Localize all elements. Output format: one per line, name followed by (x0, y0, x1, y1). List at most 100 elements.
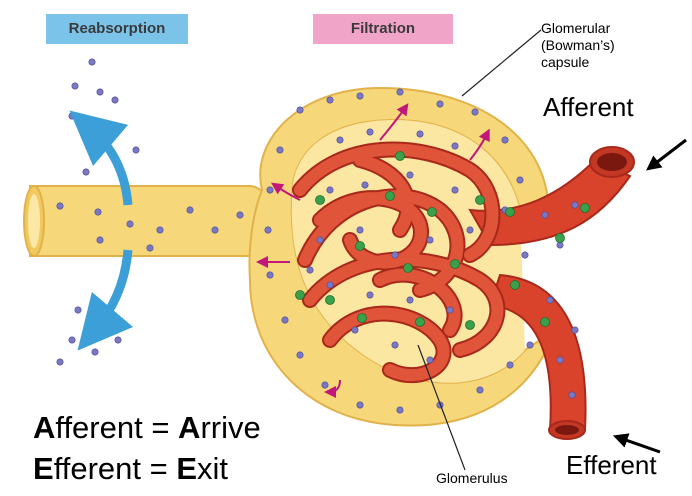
mnemonic-line-afferent: Afferent = Arrive (33, 410, 261, 446)
large-solute-particle (505, 207, 515, 217)
mnemonic-text: xit (197, 451, 229, 486)
solute-particle (321, 381, 329, 389)
solute-particle (516, 176, 524, 184)
solute-particle (406, 171, 414, 179)
large-solute-particle (415, 317, 425, 327)
solute-particle (471, 108, 479, 116)
filtration-arrow (324, 379, 341, 398)
solute-particle (326, 281, 334, 289)
solute-particle (96, 236, 104, 244)
solute-particle (366, 291, 374, 299)
solute-particle (426, 236, 434, 244)
solute-particle (571, 326, 579, 334)
efferent-arteriole (488, 273, 587, 440)
solute-particle (521, 251, 529, 259)
large-solute-particle (315, 195, 325, 205)
solute-particle (326, 96, 334, 104)
mnemonic-letter: E (176, 451, 198, 486)
solute-particle (446, 306, 454, 314)
solute-particle (356, 226, 364, 234)
solute-particle (296, 106, 304, 114)
capsule-label: Glomerular (Bowman’s) capsule (541, 20, 615, 70)
large-solute-particle (465, 320, 475, 330)
solute-particle (356, 92, 364, 100)
solute-particle (276, 146, 284, 154)
capsule-leader-line (461, 29, 542, 97)
solute-particle (111, 96, 119, 104)
proximal-tubule (23, 185, 269, 257)
solute-particle (56, 358, 64, 366)
mnemonic-text: fferent = (55, 410, 179, 445)
solute-particle (68, 112, 76, 120)
solute-particle (88, 58, 96, 66)
large-solute-particle (580, 203, 590, 213)
solute-particle (391, 251, 399, 259)
reabsorption-tag: Reabsorption (46, 14, 188, 44)
solute-particle (56, 202, 64, 210)
solute-particle (94, 208, 102, 216)
solute-particle (281, 316, 289, 324)
solute-particle (186, 206, 194, 214)
filtration-arrows (256, 103, 490, 398)
large-solute-particle (475, 195, 485, 205)
solute-particle (451, 142, 459, 150)
solute-particle (114, 336, 122, 344)
solute-particle (96, 88, 104, 96)
glomerulus-label: Glomerulus (436, 470, 508, 486)
pointer-arrows (612, 138, 687, 454)
mnemonic-letter: E (33, 451, 54, 486)
solute-particle (406, 296, 414, 304)
large-solute-particle (555, 233, 565, 243)
filtration-arrow (469, 128, 490, 161)
solute-particle (541, 211, 549, 219)
afferent-arteriole (468, 146, 635, 247)
filtration-arrow (271, 182, 301, 201)
glomerulus-leader-line (417, 344, 466, 471)
solute-particle (556, 356, 564, 364)
solute-particle (416, 130, 424, 138)
large-solute-particle (450, 259, 460, 269)
afferent-label: Afferent (543, 92, 634, 122)
solute-particle (356, 401, 364, 409)
large-solute-particle (357, 313, 367, 323)
solute-particle (211, 226, 219, 234)
large-solute-particle (540, 317, 550, 327)
mnemonic-letter: A (33, 410, 56, 445)
solute-particle (396, 88, 404, 96)
solute-particle (526, 341, 534, 349)
solute-particle (156, 226, 164, 234)
large-solute-particle (403, 263, 413, 273)
reabsorption-arrows (69, 110, 134, 351)
solute-particle (236, 211, 244, 219)
mnemonic-line-efferent: Efferent = Exit (33, 451, 228, 487)
large-solute-particle (355, 241, 365, 251)
solute-particle (336, 136, 344, 144)
solute-particle (264, 226, 272, 234)
large-solute-particle (325, 295, 335, 305)
mnemonic-text: fferent = (53, 451, 177, 486)
solute-particle (68, 336, 76, 344)
solute-particle (146, 244, 154, 252)
solute-particle (546, 296, 554, 304)
mnemonic-text: rrive (200, 410, 261, 445)
solute-particle (451, 186, 459, 194)
solute-particle (126, 220, 134, 228)
solute-particle (361, 181, 369, 189)
leader-lines (417, 29, 542, 471)
solute-particle (568, 391, 576, 399)
solute-particle (266, 186, 274, 194)
solute-particle (82, 168, 90, 176)
solute-particle (366, 128, 374, 136)
filtration-tag: Filtration (313, 14, 453, 44)
large-solute-particle (427, 207, 437, 217)
large-solute-particle (385, 191, 395, 201)
solute-particle (104, 124, 112, 132)
solute-particle (391, 341, 399, 349)
reabsorption-arrow-up (69, 110, 133, 206)
solute-particle (316, 236, 324, 244)
solute-particle (501, 136, 509, 144)
solute-particle (436, 100, 444, 108)
large-solute-particle (510, 280, 520, 290)
mnemonic-letter: A (178, 410, 201, 445)
